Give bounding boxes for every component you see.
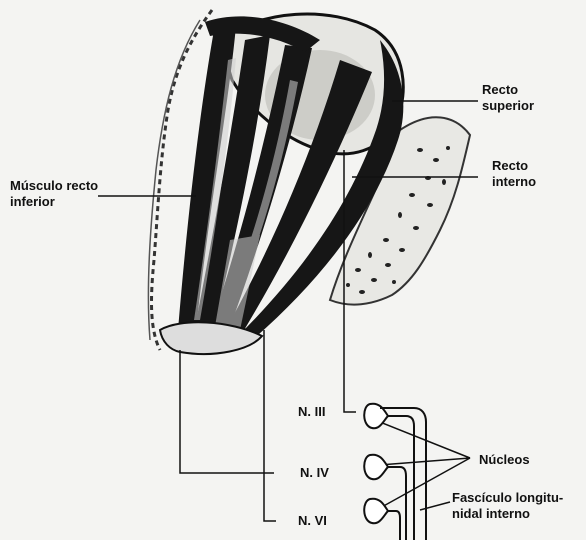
label-recto-interno: Recto interno: [492, 158, 536, 190]
nuclei-schematic: [364, 404, 388, 524]
annulus: [160, 322, 262, 354]
label-nucleos: Núcleos: [479, 452, 530, 468]
label-fasciculo: Fascículo longitu- nidal interno: [452, 490, 563, 522]
leader-n-vi: [264, 330, 276, 521]
label-n-iii: N. III: [298, 404, 325, 420]
nucleus-iv: [364, 455, 388, 480]
label-recto-interno-line1: Recto: [492, 158, 536, 174]
leader-fasciculo: [420, 502, 450, 510]
label-n-vi: N. VI: [298, 513, 327, 529]
label-fasciculo-line2: nidal interno: [452, 506, 563, 522]
label-musculo-line2: inferior: [10, 194, 98, 210]
label-recto-superior: Recto superior: [482, 82, 534, 114]
label-musculo-line1: Músculo recto: [10, 178, 98, 194]
label-musculo-recto-inferior: Músculo recto inferior: [10, 178, 98, 210]
label-fasciculo-line1: Fascículo longitu-: [452, 490, 563, 506]
medial-longitudinal-fasciculus: [380, 408, 426, 540]
label-recto-superior-line2: superior: [482, 98, 534, 114]
leader-n-iv: [180, 350, 274, 473]
label-recto-interno-line2: interno: [492, 174, 536, 190]
label-recto-superior-line1: Recto: [482, 82, 534, 98]
label-n-iv: N. IV: [300, 465, 329, 481]
nucleus-vi: [364, 499, 388, 524]
